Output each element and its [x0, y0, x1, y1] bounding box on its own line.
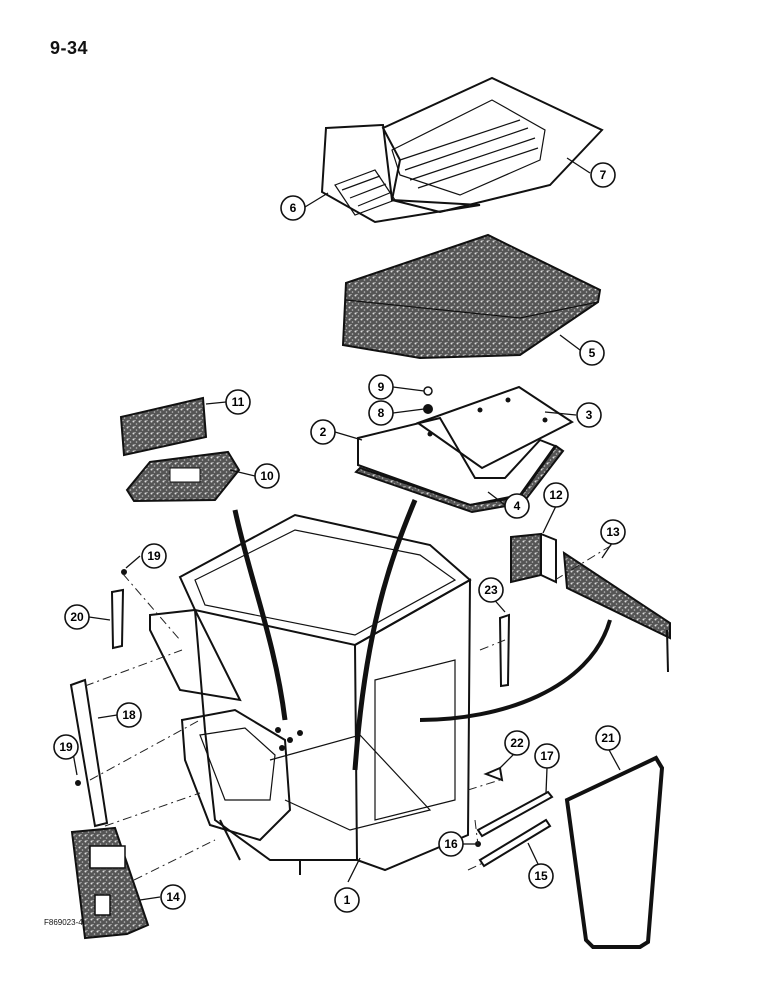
felt-pads-parts-10-11 [119, 396, 241, 503]
callout-6: 6 [280, 195, 306, 221]
svg-text:18: 18 [122, 708, 136, 722]
bolt-washer-parts-8-9 [423, 386, 433, 414]
callout-15: 15 [528, 863, 554, 889]
svg-text:16: 16 [444, 837, 458, 851]
svg-text:12: 12 [549, 488, 563, 502]
callout-10: 10 [254, 463, 280, 489]
strip-part-15 [478, 818, 552, 868]
callout-4: 4 [504, 493, 530, 519]
callout-23: 23 [478, 577, 504, 603]
assembly-arrow-4 [352, 499, 418, 771]
side-panels-parts-12-13 [510, 532, 671, 673]
floor-mat-part-7 [381, 76, 604, 214]
svg-text:20: 20 [70, 610, 84, 624]
svg-text:19: 19 [59, 740, 73, 754]
strip-part-20 [110, 588, 125, 650]
callout-9: 9 [368, 374, 394, 400]
strip-part-18 [69, 678, 109, 828]
svg-text:19: 19 [147, 549, 161, 563]
callout-5: 5 [579, 340, 605, 366]
callout-14: 14 [160, 884, 186, 910]
screw-part-19-lower [75, 780, 81, 786]
svg-text:22: 22 [510, 736, 524, 750]
strip-part-23 [498, 613, 511, 688]
callout-16: 16 [438, 831, 464, 857]
callout-7: 7 [590, 162, 616, 188]
callout-22: 22 [504, 730, 530, 756]
svg-text:6: 6 [290, 201, 297, 215]
svg-text:21: 21 [601, 731, 615, 745]
svg-text:7: 7 [600, 168, 607, 182]
figure-code: F869023-41 [44, 918, 88, 927]
svg-text:8: 8 [378, 406, 385, 420]
callout-8: 8 [368, 400, 394, 426]
svg-text:3: 3 [586, 408, 593, 422]
svg-text:13: 13 [606, 525, 620, 539]
callout-17: 17 [534, 743, 560, 769]
page-number: 9-34 [50, 38, 89, 58]
svg-text:15: 15 [534, 869, 548, 883]
callout-21: 21 [595, 725, 621, 751]
cab-frame-part-1 [149, 513, 472, 875]
svg-text:9: 9 [378, 380, 385, 394]
screw-part-19-upper [121, 569, 127, 575]
callout-19-lower: 19 [53, 734, 79, 760]
window-glass-part-21 [564, 755, 665, 949]
callout-11: 11 [225, 389, 251, 415]
callout-leaders [72, 157, 621, 901]
svg-text:5: 5 [589, 346, 596, 360]
callout-20: 20 [64, 604, 90, 630]
rear-panel-part-14 [70, 826, 150, 940]
svg-text:1: 1 [344, 893, 351, 907]
callout-12: 12 [543, 482, 569, 508]
felt-mat-part-5 [341, 233, 602, 360]
assembly-arrow-13 [419, 619, 612, 722]
svg-text:11: 11 [232, 395, 245, 409]
strip-part-17 [476, 790, 554, 838]
step-plate-part-6 [320, 123, 481, 224]
callout-1: 1 [334, 887, 360, 913]
callout-13: 13 [600, 519, 626, 545]
svg-text:17: 17 [540, 749, 554, 763]
svg-text:4: 4 [514, 499, 521, 513]
svg-text:14: 14 [166, 890, 180, 904]
svg-text:2: 2 [320, 425, 327, 439]
knob-part-22 [483, 766, 504, 782]
callout-18: 18 [116, 702, 142, 728]
floor-plates-parts-2-3-4 [354, 385, 574, 514]
svg-text:23: 23 [484, 583, 498, 597]
assembly-arrow-10 [232, 509, 288, 721]
svg-text:10: 10 [260, 469, 274, 483]
callout-19-upper: 19 [141, 543, 167, 569]
callout-2: 2 [310, 419, 336, 445]
callout-3: 3 [576, 402, 602, 428]
